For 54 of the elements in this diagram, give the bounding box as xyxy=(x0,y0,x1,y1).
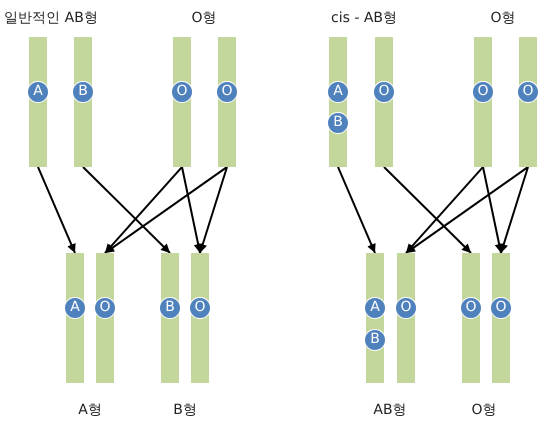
allele-circle: B xyxy=(159,297,181,319)
chromosome-bar xyxy=(397,253,415,383)
chromosome-bar xyxy=(329,37,347,167)
arrow xyxy=(181,166,203,254)
allele-circle: B xyxy=(327,112,349,134)
group-label: O형 xyxy=(471,401,497,419)
chromosome-bar xyxy=(173,37,191,167)
allele-circle: O xyxy=(216,81,238,103)
arrow xyxy=(405,166,484,254)
arrow xyxy=(482,166,504,254)
chromosome-bar xyxy=(492,253,510,383)
allele-circle: A xyxy=(327,81,349,103)
arrow xyxy=(383,166,472,254)
arrow xyxy=(198,166,228,254)
arrow xyxy=(337,166,376,254)
allele-circle: O xyxy=(373,81,395,103)
allele-circle: B xyxy=(72,81,94,103)
chromosome-bar xyxy=(96,253,114,383)
arrow xyxy=(104,166,228,254)
allele-circle: O xyxy=(460,297,482,319)
chromosome-bar xyxy=(366,253,384,383)
chromosome-bar xyxy=(29,37,47,167)
group-label: B형 xyxy=(173,401,197,419)
chromosome-bar xyxy=(474,37,492,167)
chromosome-bar xyxy=(66,253,84,383)
arrow xyxy=(82,166,171,254)
allele-circle: O xyxy=(94,297,116,319)
arrow xyxy=(405,166,529,254)
chromosome-bar xyxy=(462,253,480,383)
group-label: AB형 xyxy=(373,401,407,419)
allele-circle: O xyxy=(490,297,512,319)
group-label: O형 xyxy=(490,9,516,27)
arrow xyxy=(499,166,529,254)
allele-circle: O xyxy=(517,81,539,103)
group-label: O형 xyxy=(191,9,217,27)
allele-circle: A xyxy=(64,297,86,319)
group-label: cis - AB형 xyxy=(331,9,397,27)
allele-circle: A xyxy=(27,81,49,103)
group-label: A형 xyxy=(78,401,102,419)
chromosome-bar xyxy=(74,37,92,167)
chromosome-bar xyxy=(519,37,537,167)
allele-circle: O xyxy=(472,81,494,103)
arrow xyxy=(104,166,183,254)
allele-circle: O xyxy=(189,297,211,319)
allele-circle: B xyxy=(364,329,386,351)
chromosome-bar xyxy=(161,253,179,383)
allele-circle: O xyxy=(171,81,193,103)
arrow xyxy=(37,166,76,254)
group-label: 일반적인 AB형 xyxy=(4,9,98,27)
chromosome-bar xyxy=(191,253,209,383)
chromosome-bar xyxy=(375,37,393,167)
allele-circle: O xyxy=(395,297,417,319)
chromosome-bar xyxy=(218,37,236,167)
allele-circle: A xyxy=(364,297,386,319)
